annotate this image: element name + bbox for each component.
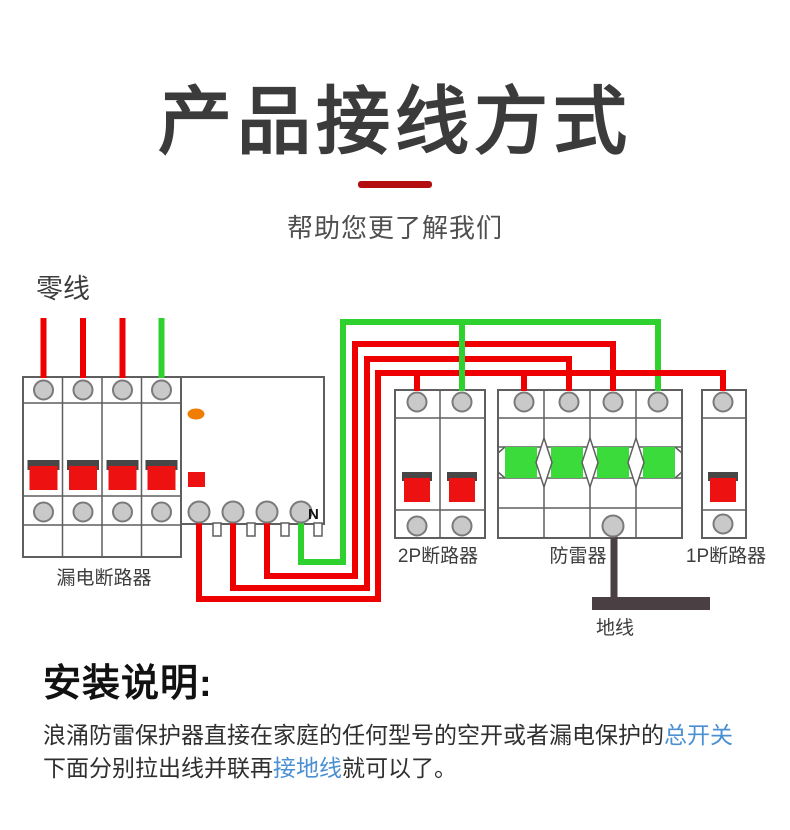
ground-label: 地线 — [596, 617, 634, 639]
instructions-body: 浪涌防雷保护器直接在家庭的任何型号的空开或者漏电保护的总开关下面分别拉出线并联再… — [43, 719, 743, 785]
arrester-label: 防雷器 — [549, 545, 606, 567]
wire-red-run1 — [196, 370, 726, 602]
wire-red-run2 — [230, 356, 572, 591]
terminals — [33, 379, 734, 538]
wire-red-run3 — [264, 341, 616, 579]
arrester-unit — [497, 389, 683, 539]
wire-green-main — [298, 319, 661, 565]
neutral-wire-label: 零线 — [36, 274, 90, 304]
main-switch-link[interactable]: 总开关 — [664, 722, 733, 748]
breaker-2p-lines — [395, 390, 485, 538]
rcbo-test-button[interactable] — [188, 472, 205, 487]
rcbo-section-lines — [23, 402, 181, 526]
rcbo-unit — [22, 376, 325, 558]
instructions-heading: 安装说明: — [43, 663, 213, 705]
rcbo-n-terminal-label: N — [308, 506, 319, 523]
supply-wires — [40, 318, 165, 378]
installation-instructions: 安装说明: 浪涌防雷保护器直接在家庭的任何型号的空开或者漏电保护的总开关下面分别… — [43, 652, 753, 785]
rcbo-label: 漏电断路器 — [56, 567, 151, 589]
breaker-1p-switch-handle[interactable] — [708, 472, 738, 502]
breaker-2p-unit — [394, 389, 486, 539]
instructions-text-3: 就可以了。 — [342, 755, 457, 781]
instructions-text-1: 浪涌防雷保护器直接在家庭的任何型号的空开或者漏电保护的 — [43, 722, 664, 748]
page-subtitle: 帮助您更了解我们 — [286, 213, 503, 243]
rcbo-switch-handles[interactable] — [27, 460, 178, 490]
ground-wire — [592, 530, 710, 610]
breaker-1p-label: 1P断路器 — [686, 545, 766, 567]
breaker-2p-label: 2P断路器 — [398, 545, 478, 567]
instructions-text-2: 下面分别拉出线并联再 — [43, 755, 273, 781]
title-divider — [358, 181, 432, 188]
arrester-module-separators — [535, 435, 645, 490]
arrester-band-bevels — [497, 446, 683, 479]
breaker-1p-unit — [701, 389, 747, 539]
ground-bar — [592, 597, 710, 610]
breaker-2p-switch-handles[interactable] — [402, 472, 477, 502]
page-title: 产品接线方式 — [158, 80, 632, 163]
distribution-wires — [196, 319, 726, 602]
rcbo-pole-dividers — [61, 377, 143, 557]
rcbo-din-tabs — [212, 522, 323, 537]
arrester-modules — [505, 447, 675, 478]
breaker-1p-body — [701, 389, 747, 539]
breaker-1p-lines — [702, 417, 746, 511]
ground-connect-link[interactable]: 接地线 — [273, 755, 342, 781]
rcbo-indicator-light — [187, 408, 205, 420]
rcbo-main-section — [180, 376, 325, 525]
ground-lead — [610, 530, 618, 600]
